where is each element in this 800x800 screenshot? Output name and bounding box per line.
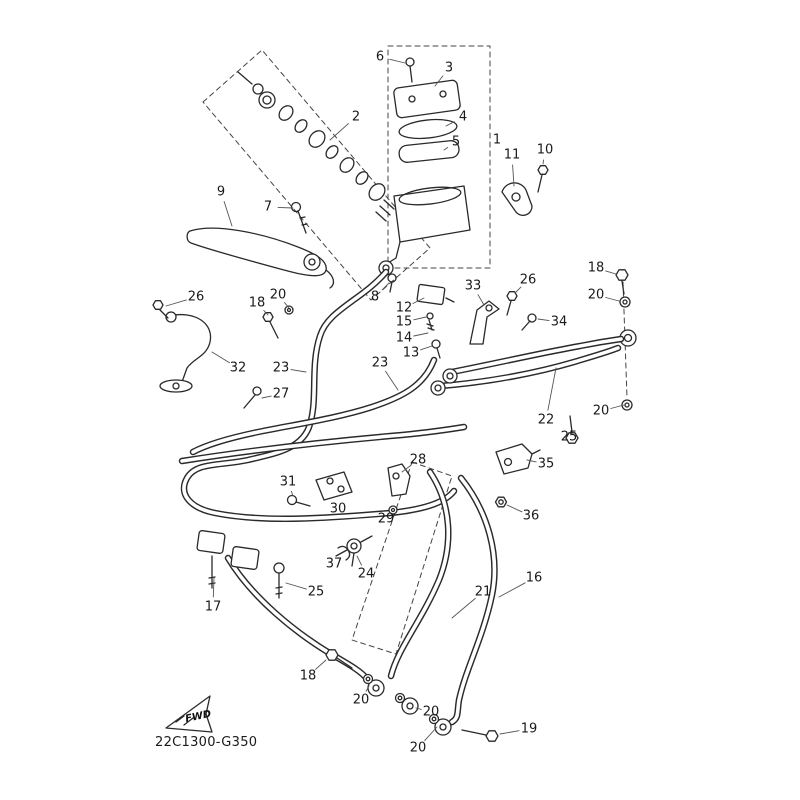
part-callout-23: 23 bbox=[371, 355, 389, 371]
flange-nut bbox=[494, 496, 508, 508]
part-callout-31: 31 bbox=[279, 474, 297, 490]
part-callout-18: 18 bbox=[299, 668, 317, 684]
piston-repair-kit bbox=[237, 71, 395, 222]
part-callout-17: 17 bbox=[204, 599, 222, 615]
cap-screw bbox=[405, 57, 415, 83]
part-callout-27: 27 bbox=[272, 386, 290, 402]
master-cylinder-body bbox=[378, 185, 471, 293]
part-callout-37: 37 bbox=[325, 556, 343, 572]
diaphragm bbox=[398, 140, 460, 163]
lower-clamp-17 bbox=[196, 530, 260, 589]
part-callout-14: 14 bbox=[395, 330, 413, 346]
brake-switch bbox=[416, 283, 455, 306]
part-callout-5: 5 bbox=[451, 134, 461, 150]
bracket-bolt-left bbox=[152, 300, 169, 319]
lever-pivot-bolt bbox=[290, 201, 308, 234]
brake-lever bbox=[186, 227, 335, 289]
part-callout-8: 8 bbox=[370, 289, 380, 305]
grommet-screw bbox=[243, 386, 262, 409]
hose-bracket-left bbox=[159, 311, 212, 393]
part-callout-10: 10 bbox=[536, 142, 554, 158]
banjo-bolt-19 bbox=[461, 729, 499, 742]
part-callout-6: 6 bbox=[375, 49, 385, 65]
hose-bracket-right bbox=[469, 300, 500, 345]
diagram-code: 22C1300-G350 bbox=[155, 735, 258, 750]
part-callout-30: 30 bbox=[329, 501, 347, 517]
hose-clip-37 bbox=[337, 545, 351, 561]
part-callout-9: 9 bbox=[216, 184, 226, 200]
clamp-bolt-25-left bbox=[273, 562, 285, 599]
part-callout-12: 12 bbox=[395, 300, 413, 316]
hose-guide-bracket-28 bbox=[387, 463, 411, 497]
part-callout-34: 34 bbox=[550, 314, 568, 330]
part-callout-4: 4 bbox=[458, 109, 468, 125]
part-callout-20: 20 bbox=[269, 287, 287, 303]
brake-hoses bbox=[178, 268, 625, 726]
part-callout-13: 13 bbox=[402, 345, 420, 361]
part-callout-36: 36 bbox=[522, 508, 540, 524]
part-callout-35: 35 bbox=[537, 456, 555, 472]
part-callout-29: 29 bbox=[377, 511, 395, 527]
bottom-banjo-fittings bbox=[325, 649, 452, 736]
leader-lines bbox=[165, 58, 625, 742]
part-callout-2: 2 bbox=[351, 109, 361, 125]
fwd-label: FWD bbox=[184, 709, 212, 725]
part-callout-25: 25 bbox=[307, 584, 325, 600]
hose-guide-bracket-30 bbox=[315, 471, 353, 501]
banjo-bolt-washers-left bbox=[262, 305, 294, 339]
part-callout-18: 18 bbox=[587, 260, 605, 276]
part-callout-20: 20 bbox=[592, 403, 610, 419]
part-callout-19: 19 bbox=[520, 721, 538, 737]
part-callout-7: 7 bbox=[263, 199, 273, 215]
part-callout-26: 26 bbox=[187, 289, 205, 305]
diaphragm-plate bbox=[398, 118, 458, 140]
part-callout-20: 20 bbox=[587, 287, 605, 303]
part-callout-18: 18 bbox=[248, 295, 266, 311]
part-callout-24: 24 bbox=[357, 566, 375, 582]
part-callout-33: 33 bbox=[464, 278, 482, 294]
part-callout-32: 32 bbox=[229, 360, 247, 376]
fwd-arrow: FWD bbox=[165, 695, 213, 733]
reservoir-cap bbox=[393, 79, 461, 119]
guide-washer-29 bbox=[388, 505, 398, 515]
part-callout-15: 15 bbox=[395, 314, 413, 330]
part-callout-3: 3 bbox=[444, 60, 454, 76]
bracket-bolt-right bbox=[506, 291, 537, 331]
clamp-bolt bbox=[537, 165, 549, 193]
banjo-bolt-right bbox=[565, 415, 579, 444]
part-callout-11: 11 bbox=[503, 147, 521, 163]
part-callout-26: 26 bbox=[519, 272, 537, 288]
switch-spring-pin bbox=[426, 312, 441, 359]
part-callout-22: 22 bbox=[537, 412, 555, 428]
part-callout-20: 20 bbox=[352, 692, 370, 708]
part-callout-23: 23 bbox=[272, 360, 290, 376]
part-callout-20: 20 bbox=[409, 740, 427, 756]
part-callout-16: 16 bbox=[525, 570, 543, 586]
handlebar-clamp bbox=[501, 182, 533, 216]
three-way-joint bbox=[335, 535, 373, 567]
part-callout-20: 20 bbox=[422, 704, 440, 720]
part-callout-25: 25 bbox=[560, 429, 578, 445]
part-callout-21: 21 bbox=[474, 584, 492, 600]
part-callout-28: 28 bbox=[409, 452, 427, 468]
part-callout-1: 1 bbox=[492, 132, 502, 148]
guide-bolt-31 bbox=[286, 494, 311, 507]
